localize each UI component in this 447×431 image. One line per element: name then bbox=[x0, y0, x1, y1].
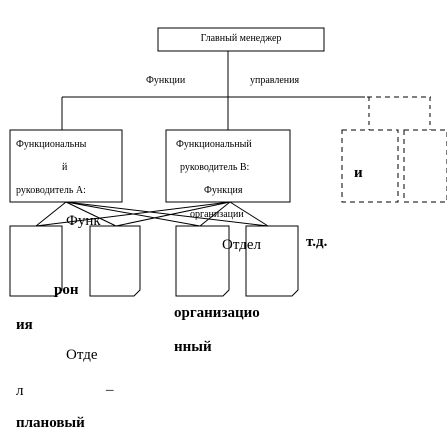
manager-a-line2: й bbox=[62, 162, 68, 173]
department-box bbox=[89, 225, 141, 297]
management-label: управления bbox=[250, 75, 300, 86]
top-manager-box bbox=[157, 27, 325, 52]
manager-b-line2: руководитель В: bbox=[180, 162, 250, 173]
dashed-manager-box bbox=[341, 129, 399, 203]
dashed-manager-box bbox=[403, 129, 447, 203]
text-nny: нный bbox=[174, 339, 212, 355]
connector-line bbox=[229, 201, 269, 227]
manager-a-line1: Функциональны bbox=[16, 139, 87, 150]
manager-b-overflow: организации bbox=[190, 209, 244, 220]
top-manager-label: Главный менеджер bbox=[200, 33, 282, 44]
overlay-td: т.д. bbox=[306, 234, 328, 250]
connector-line bbox=[35, 201, 231, 227]
overlay-ron: рон bbox=[54, 282, 79, 298]
text-otde: Отде bbox=[66, 347, 98, 363]
text-dash: – bbox=[106, 382, 114, 398]
manager-a-line3: руководитель А: bbox=[16, 185, 86, 196]
connector-line bbox=[65, 201, 269, 227]
connector-line bbox=[115, 201, 231, 227]
text-l: л bbox=[16, 383, 24, 399]
connector-line bbox=[35, 201, 67, 227]
manager-b-line3: Функция bbox=[204, 185, 243, 196]
text-iya: ия bbox=[16, 317, 33, 333]
functions-label: Функции bbox=[146, 75, 186, 86]
overlay-otdel: Отдел bbox=[222, 237, 261, 253]
connector-line bbox=[65, 201, 117, 227]
department-box bbox=[175, 225, 230, 297]
department-box bbox=[9, 225, 63, 297]
department-box bbox=[245, 225, 299, 297]
connector-line bbox=[199, 201, 231, 227]
text-planovy: плановый bbox=[16, 415, 85, 431]
manager-b-line1: Функциональный bbox=[176, 139, 252, 150]
overlay-funk: Функ bbox=[66, 213, 101, 229]
text-organizatsio: организацио bbox=[174, 305, 260, 321]
side-letter: и bbox=[354, 165, 363, 181]
